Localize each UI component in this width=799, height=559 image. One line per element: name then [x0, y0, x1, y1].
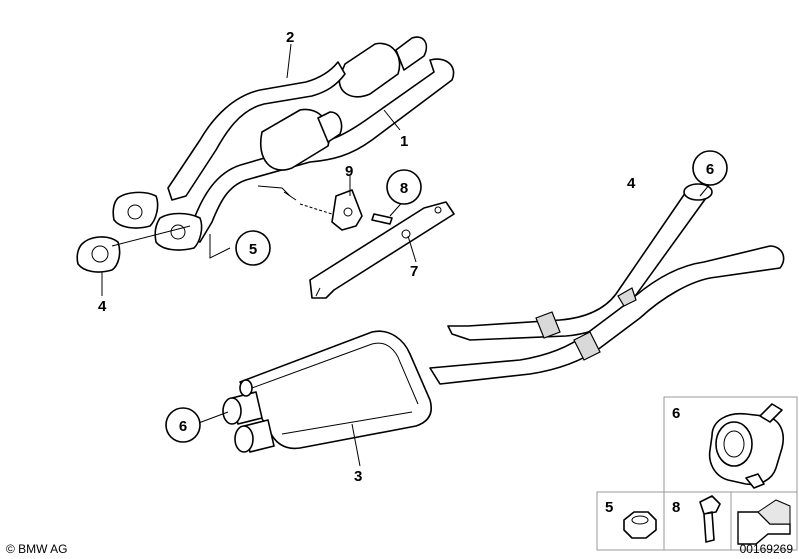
label-1: 1	[400, 133, 408, 150]
callout-labels: 2 1 9 7 4 4 3 5 8 6 6	[98, 29, 728, 485]
muffler-seam	[251, 342, 419, 405]
hanger-bracket-assembly	[299, 189, 455, 299]
front-pipe-assembly	[76, 36, 455, 273]
label-5: 5	[249, 241, 257, 258]
label-6-left: 6	[179, 418, 187, 435]
inset-bolt-box	[663, 491, 732, 551]
inset-bolt-label: 8	[672, 499, 680, 516]
sensor-wire	[257, 185, 297, 201]
nut-hole	[631, 515, 649, 525]
copyright-text: © BMW AG	[6, 542, 68, 556]
clamp-inner	[723, 430, 745, 458]
hanger-guide-line	[299, 203, 333, 215]
callout-6-left-circle	[165, 407, 201, 443]
rubber-hanger	[331, 189, 363, 231]
tailpipe-upper-tip	[222, 397, 242, 425]
label-2: 2	[286, 29, 294, 46]
leader-6-left	[195, 411, 229, 425]
label-8: 8	[400, 180, 408, 197]
callout-6-top-circle	[692, 150, 728, 186]
pipe-sleeve-lower	[573, 331, 601, 361]
muffler-body	[239, 330, 432, 450]
flange-lower-hole	[170, 224, 186, 240]
bracket-edge	[315, 287, 321, 297]
muffler-base	[281, 411, 413, 435]
rear-pipe-inlet	[683, 183, 713, 201]
leader-6-top	[699, 183, 711, 197]
rear-pipe-lower	[429, 245, 785, 385]
image-number: 00169269	[740, 542, 794, 556]
rear-section	[222, 183, 785, 453]
leader-7	[407, 235, 417, 263]
bolt-shaft	[371, 213, 393, 225]
inset-nut-label: 5	[605, 499, 613, 516]
front-pipe-2	[167, 61, 346, 201]
pipe-sleeve-mid	[617, 287, 637, 307]
converter-band	[317, 111, 343, 143]
hanger-hole	[343, 207, 353, 217]
muffler-end-cap	[239, 379, 253, 397]
flange-lower	[154, 212, 203, 251]
inset-panel: 6 5 8	[596, 396, 798, 551]
catalytic-converter-rear	[338, 42, 401, 98]
flange-upper	[112, 191, 159, 229]
label-3: 3	[354, 468, 362, 485]
flange-upper-hole	[127, 204, 143, 220]
direction-arrow-head	[757, 499, 791, 525]
label-6-top: 6	[706, 161, 714, 178]
converter-outlet	[395, 36, 428, 71]
tailpipe-lower-tip	[234, 425, 254, 453]
callout-5-circle	[235, 230, 271, 266]
rear-pipe-upper	[447, 185, 707, 341]
gasket-guide-line	[111, 225, 191, 247]
clamp-opening	[715, 421, 753, 467]
leader-3	[351, 423, 361, 467]
leader-1	[383, 109, 401, 131]
clamp-bolt-1	[759, 403, 783, 423]
pipe-sleeve-upper	[535, 311, 561, 339]
gasket	[76, 236, 121, 273]
label-4-gasket: 4	[98, 298, 107, 315]
callout-8-circle	[386, 169, 422, 205]
bolt-icon	[699, 495, 721, 543]
clamp-bolt-2	[745, 473, 765, 489]
bracket-hole-2	[434, 206, 442, 214]
bracket-hole	[401, 229, 411, 239]
leader-2	[286, 43, 292, 79]
leader-5	[209, 234, 231, 259]
bracket	[309, 201, 455, 299]
catalytic-converter-front	[259, 108, 331, 171]
gasket-hole	[91, 245, 109, 263]
label-4-pipe: 4	[627, 175, 636, 192]
label-9: 9	[345, 163, 353, 180]
inset-clamp-label: 6	[672, 405, 680, 422]
label-7: 7	[410, 263, 418, 280]
leader-lines	[101, 43, 711, 467]
